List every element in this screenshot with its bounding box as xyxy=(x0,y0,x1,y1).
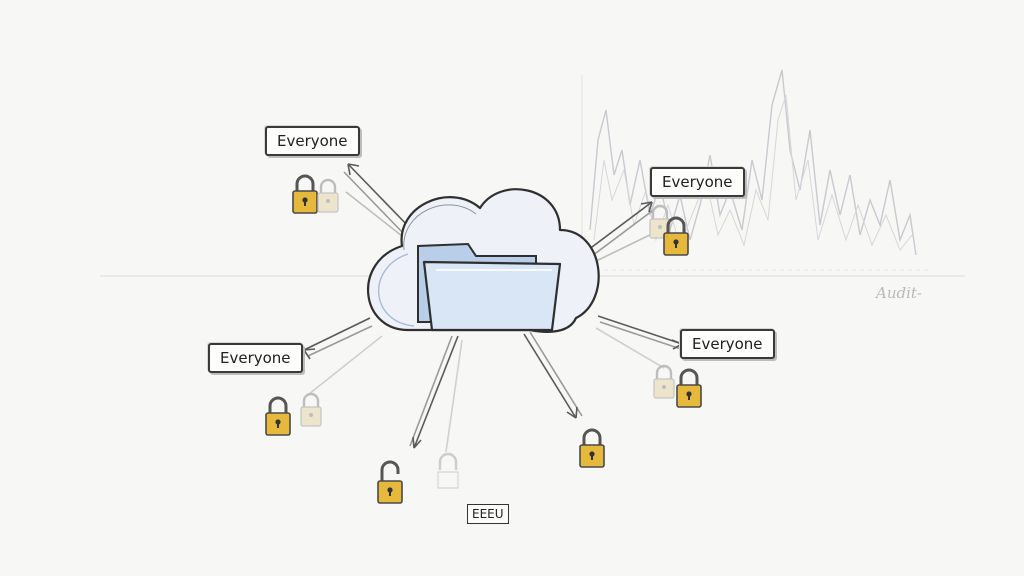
padlock-icon xyxy=(662,216,690,257)
everyone-tag-top-right: Everyone xyxy=(650,167,745,197)
arrow-to-top-left-locks xyxy=(345,191,403,237)
folder-icon xyxy=(417,242,562,332)
lock-bottom-right xyxy=(578,428,606,469)
everyone-tag-top-left: Everyone xyxy=(265,126,360,156)
arrow-to-bottom-left-lock xyxy=(413,335,459,449)
padlock-icon xyxy=(264,396,292,437)
padlock-open-icon xyxy=(376,460,404,505)
audit-label: Audit- xyxy=(876,284,922,302)
arrow-to-mid-left-locks xyxy=(303,335,383,399)
everyone-tag-mid-right: Everyone xyxy=(680,329,775,359)
lock-group-top-left xyxy=(291,174,340,215)
lock-group-mid-right xyxy=(652,364,703,409)
arrow-to-top-left-tag xyxy=(347,163,411,229)
padlock-faded-icon xyxy=(316,178,340,214)
arrow-to-mid-left-tag xyxy=(303,317,371,351)
padlock-icon xyxy=(675,368,703,409)
padlock-icon xyxy=(291,174,319,215)
padlock-faded-icon xyxy=(299,392,323,428)
chart-series-line xyxy=(589,69,917,256)
arrow-to-top-right-tag xyxy=(579,201,653,257)
arrow-to-top-right-locks xyxy=(585,229,661,267)
arrow-to-mid-right-locks xyxy=(595,327,665,369)
everyone-tag-mid-left: Everyone xyxy=(208,343,303,373)
arrow-to-mid-right-tag xyxy=(597,315,683,345)
cloud-folder-icon xyxy=(366,188,600,333)
padlock-icon xyxy=(578,428,606,469)
arrow-to-bottom-right-lock xyxy=(523,333,577,419)
chart-series-line-secondary xyxy=(593,94,913,251)
lock-group-top-right xyxy=(648,204,690,257)
lock-bottom-left xyxy=(376,452,459,505)
padlock-faded-icon xyxy=(652,364,676,400)
lock-group-mid-left xyxy=(264,392,323,437)
eeeu-label: EEEU xyxy=(467,504,509,524)
